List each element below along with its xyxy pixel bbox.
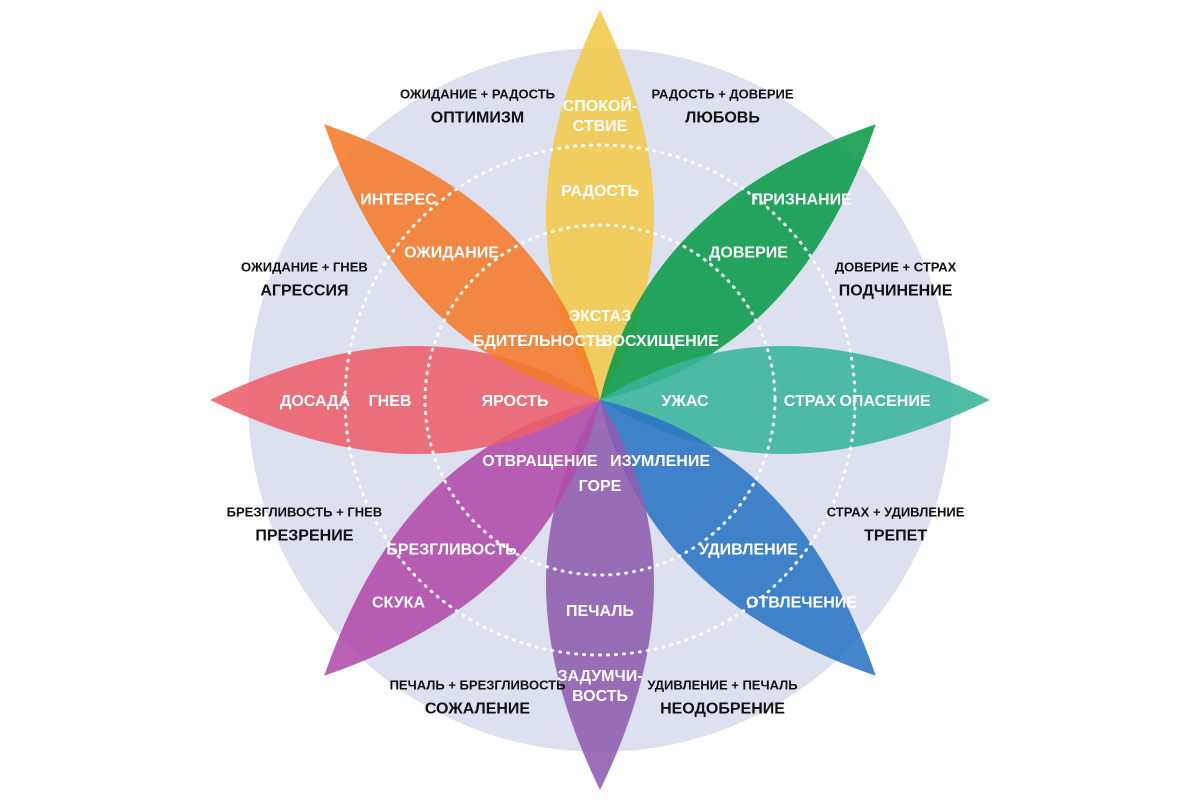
- dyad-combo-6: ОЖИДАНИЕ + ГНЕВ: [241, 260, 368, 275]
- petal-label-fear-0: УЖАС: [661, 393, 709, 410]
- petal-sadness: [546, 400, 654, 790]
- dyad-combo-2: СТРАХ + УДИВЛЕНИЕ: [827, 505, 965, 520]
- petal-label-anticipation-1: ОЖИДАНИЕ: [404, 245, 499, 262]
- petal-fear: [600, 346, 990, 454]
- dyad-combo-3: УДИВЛЕНИЕ + ПЕЧАЛЬ: [647, 678, 797, 693]
- petal-label-trust-2: ПРИЗНАНИЕ: [751, 192, 852, 209]
- dyad-name-6: АГРЕССИЯ: [260, 283, 348, 300]
- dyad-name-0: ЛЮБОВЬ: [685, 109, 760, 126]
- dyad-combo-4: ПЕЧАЛЬ + БРЕЗГЛИВОСТЬ: [390, 678, 566, 693]
- petal-label-surprise-2: ОТВЛЕЧЕНИЕ: [746, 595, 857, 612]
- dyad-labels-layer: РАДОСТЬ + ДОВЕРИЕ ЛЮБОВЬ ДОВЕРИЕ + СТРАХ ПО…: [227, 86, 965, 717]
- petal-label-anger-0: ЯРОСТЬ: [482, 393, 549, 410]
- petal-label-anticipation-0: БДИТЕЛЬНОСТЬ: [473, 333, 607, 350]
- petal-anger: [210, 346, 600, 454]
- petal-trust: [600, 124, 876, 400]
- petal-surprise: [600, 400, 876, 676]
- petal-label-sadness-0: ГОРЕ: [579, 478, 622, 495]
- petal-disgust: [324, 400, 600, 676]
- dyad-name-7: ОПТИМИЗМ: [431, 109, 524, 126]
- petal-label-disgust-0: ОТВРАЩЕНИЕ: [482, 453, 598, 470]
- dyad-name-3: НЕОДОБРЕНИЕ: [660, 701, 785, 718]
- petal-label-joy-0: ЭКСТАЗ: [569, 308, 631, 325]
- petal-label-sadness-2: ЗАДУМЧИ-ВОСТЬ: [557, 668, 642, 705]
- dyad-combo-1: ДОВЕРИЕ + СТРАХ: [835, 260, 957, 275]
- petal-label-surprise-1: УДИВЛЕНИЕ: [699, 542, 798, 559]
- dyad-combo-0: РАДОСТЬ + ДОВЕРИЕ: [651, 86, 793, 101]
- dyad-name-2: ТРЕПЕТ: [864, 528, 927, 545]
- petal-anticipation: [324, 124, 600, 400]
- petal-label-fear-2: ОПАСЕНИЕ: [839, 393, 930, 410]
- outer-ring: [343, 143, 857, 657]
- dyad-combo-7: ОЖИДАНИЕ + РАДОСТЬ: [400, 86, 555, 101]
- petal-label-trust-0: ВОСХИЩЕНИЕ: [601, 333, 719, 350]
- petal-joy: [546, 10, 654, 400]
- petal-label-anger-1: ГНЕВ: [369, 393, 412, 410]
- petal-label-trust-1: ДОВЕРИЕ: [709, 245, 788, 262]
- petal-label-disgust-2: СКУКА: [372, 595, 425, 612]
- dyad-name-4: СОЖАЛЕНИЕ: [425, 701, 531, 718]
- petal-label-disgust-1: БРЕЗГЛИВОСТЬ: [386, 542, 516, 559]
- dyad-name-1: ПОДЧИНЕНИЕ: [839, 283, 953, 300]
- petal-label-sadness-1: ПЕЧАЛЬ: [566, 603, 634, 620]
- petal-label-anger-2: ДОСАДА: [280, 393, 351, 410]
- dyad-name-5: ПРЕЗРЕНИЕ: [255, 528, 353, 545]
- petal-label-joy-1: РАДОСТЬ: [561, 183, 639, 200]
- intensity-rings: [343, 143, 857, 657]
- petal-label-surprise-0: ИЗУМЛЕНИЕ: [610, 453, 710, 470]
- petal-label-anticipation-2: ИНТЕРЕС: [360, 192, 437, 209]
- petal-label-fear-1: СТРАХ: [784, 393, 837, 410]
- petal-label-joy-2: СПОКОЙ-СТВИЕ: [563, 96, 638, 135]
- dyad-combo-5: БРЕЗГЛИВОСТЬ + ГНЕВ: [227, 505, 383, 520]
- inner-ring: [423, 223, 777, 577]
- petal-labels-layer: ЭКСТАЗ РАДОСТЬ СПОКОЙ-СТВИЕ ВОСХИЩЕНИЕ ДОВЕР…: [280, 96, 931, 705]
- petals-layer: [210, 10, 990, 790]
